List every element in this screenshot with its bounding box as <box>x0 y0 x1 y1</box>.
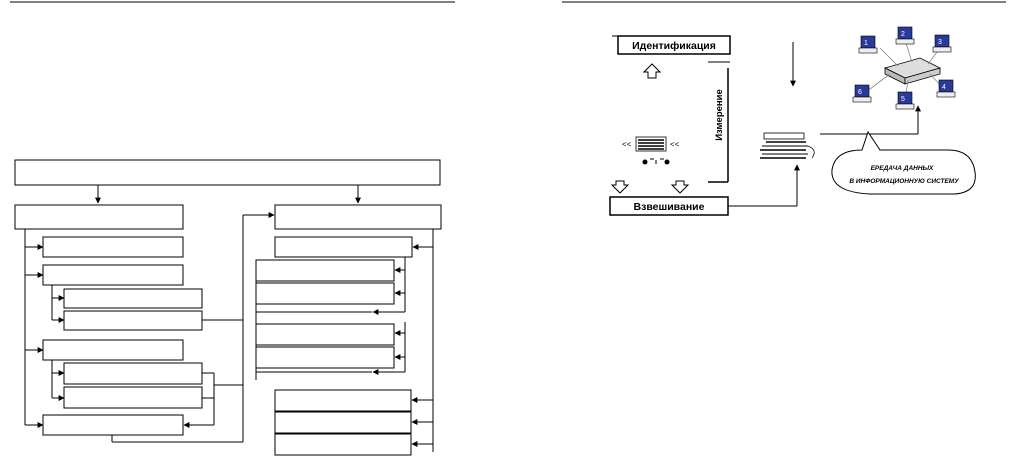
hollow-up-arrow <box>642 63 662 79</box>
data-transfer-label-line2: В ИНФОРМАЦИОННУЮ СИСТЕМУ <box>849 178 959 185</box>
svg-text:2: 2 <box>901 31 905 38</box>
weighing-label: Взвешивание <box>634 201 705 213</box>
left-block-1 <box>42 236 184 258</box>
network-terminal-1: 1 <box>858 35 878 54</box>
top-block <box>14 159 441 186</box>
data-transfer-callout <box>831 130 976 195</box>
network-terminal-4: 4 <box>936 79 956 98</box>
svg-text:<<: << <box>622 140 632 149</box>
svg-text:6: 6 <box>858 89 862 96</box>
left-sub-block-3b <box>63 386 203 409</box>
left-block-4 <box>42 414 184 436</box>
left-sub-block-3a <box>63 362 203 385</box>
right-block-1 <box>274 236 413 258</box>
right-block-lower-1 <box>274 389 412 412</box>
right-block-lower-2 <box>274 411 412 434</box>
right-column-header-block <box>274 204 442 230</box>
left-sub-block-2a <box>63 288 203 309</box>
left-block-3 <box>42 339 184 361</box>
hollow-down-arrow-right <box>670 180 690 194</box>
left-block-2 <box>42 264 184 286</box>
measurement-label: Измерение <box>714 89 725 141</box>
network-terminal-3: 3 <box>932 34 952 53</box>
identification-label: Идентификация <box>632 40 716 52</box>
network-cluster: 1 2 3 4 5 <box>852 26 956 110</box>
svg-text:<<: << <box>670 140 680 149</box>
network-terminal-6: 6 <box>852 84 872 103</box>
svg-text:1: 1 <box>864 40 868 47</box>
right-sub-block-1a <box>255 259 395 282</box>
meter-icon: << << <box>622 136 680 165</box>
right-process-diagram: << << <box>609 26 976 216</box>
network-terminal-2: 2 <box>895 26 915 45</box>
svg-text:3: 3 <box>938 39 942 46</box>
hollow-down-arrow-left <box>610 180 630 194</box>
network-terminal-5: 5 <box>895 91 915 110</box>
right-sub-block-1b <box>255 282 395 305</box>
svg-text:5: 5 <box>901 96 905 103</box>
svg-text:4: 4 <box>942 84 946 91</box>
left-column-header-block <box>14 204 184 230</box>
right-block-lower-3 <box>274 433 412 456</box>
right-sub-block-2a <box>255 323 395 346</box>
right-sub-block-2b <box>255 346 395 369</box>
left-sub-block-2b <box>63 310 203 331</box>
left-block-diagram <box>14 159 442 456</box>
data-transfer-label-line1: ЕРЕДАЧА ДАННЫХ <box>871 165 934 172</box>
printer-terminal-icon <box>760 132 815 159</box>
